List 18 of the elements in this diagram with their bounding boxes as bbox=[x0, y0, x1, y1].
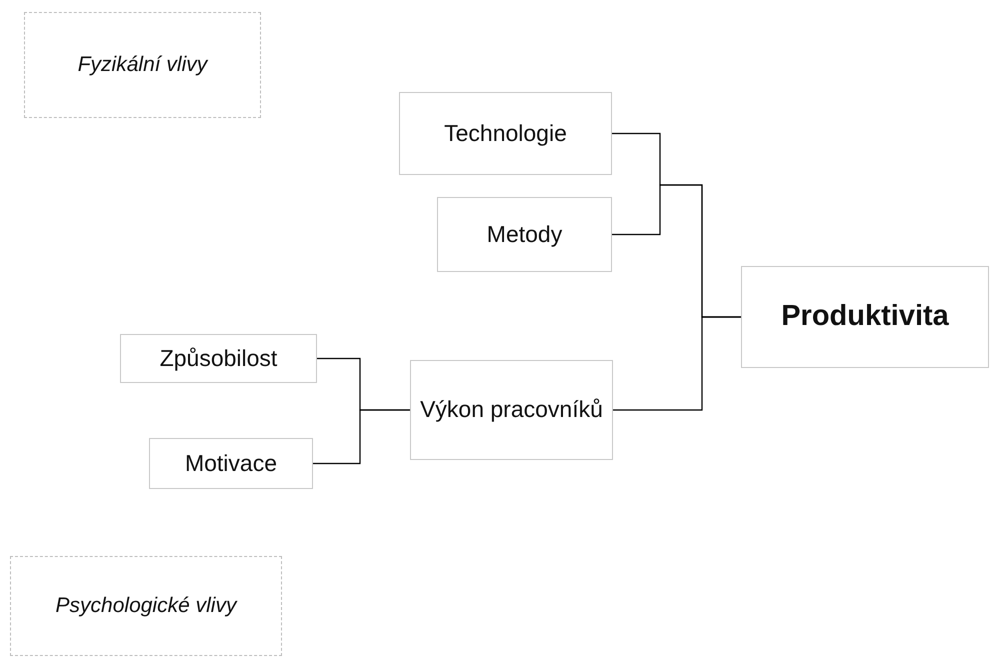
connector-line bbox=[313, 409, 410, 464]
dashed-box bbox=[24, 12, 261, 118]
dashed-box bbox=[10, 556, 282, 656]
node-label: Motivace bbox=[184, 448, 278, 478]
node-label: Produktivita bbox=[780, 299, 950, 334]
node-label: Způsobilost bbox=[158, 344, 278, 373]
node-label: Metody bbox=[486, 220, 564, 249]
process-box bbox=[120, 334, 317, 383]
connector-line bbox=[613, 316, 741, 411]
process-box bbox=[399, 92, 612, 175]
node-label: Výkon pracovníků bbox=[419, 395, 604, 424]
process-box bbox=[410, 360, 613, 460]
process-box bbox=[437, 197, 612, 272]
node-label: Technologie bbox=[443, 118, 568, 148]
node-label: Fyzikální vlivy bbox=[76, 52, 210, 78]
process-box bbox=[741, 266, 989, 368]
process-box bbox=[149, 438, 313, 489]
node-label: Psychologické vlivy bbox=[54, 593, 238, 620]
